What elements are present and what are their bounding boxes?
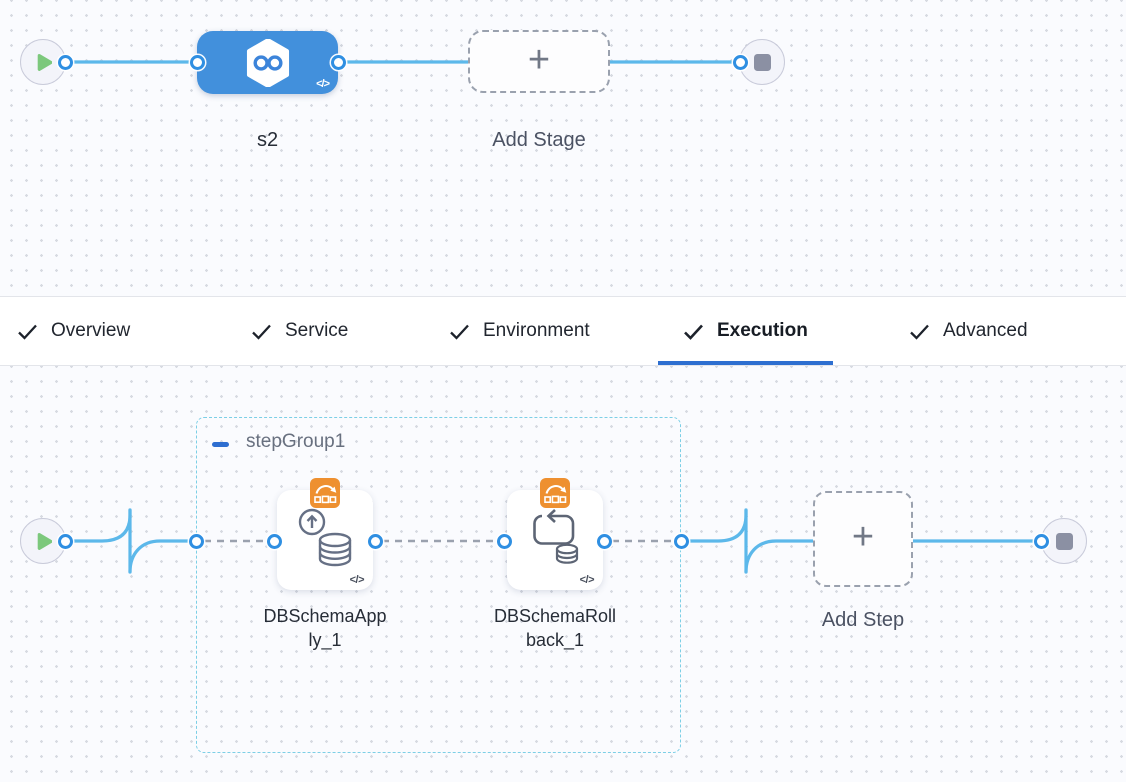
- add-step-label: Add Step: [821, 609, 905, 631]
- infinity-hexagon-icon: [246, 38, 289, 87]
- port-start-out: [57, 533, 73, 549]
- stop-icon: [753, 53, 771, 71]
- check-icon: [252, 324, 271, 340]
- stage-node-s2[interactable]: </>: [197, 31, 338, 94]
- tab-service[interactable]: Service: [226, 297, 373, 365]
- port-group-in: [188, 533, 204, 549]
- port-stage-out: [330, 54, 346, 70]
- yaml-code-icon[interactable]: </>: [349, 574, 365, 586]
- check-icon: [684, 324, 703, 340]
- tab-overview[interactable]: Overview: [0, 297, 155, 365]
- step-label: DBSchemaApply_1: [263, 606, 387, 650]
- tab-label: Environment: [483, 320, 590, 341]
- port-start-out: [57, 54, 73, 70]
- port-step2-out: [596, 533, 612, 549]
- schema-migration-badge-icon: [540, 478, 570, 508]
- port-step1-in: [266, 533, 282, 549]
- tab-label: Advanced: [943, 320, 1028, 341]
- plus-icon: +: [851, 516, 875, 558]
- tab-label: Execution: [717, 320, 808, 341]
- step-group-box[interactable]: [196, 417, 681, 753]
- step-label: DBSchemaRollback_1: [493, 606, 617, 650]
- schema-migration-badge-icon: [310, 478, 340, 508]
- tab-advanced[interactable]: Advanced: [884, 297, 1053, 365]
- stage-config-tab-bar: Overview Service Environment Execution A…: [0, 296, 1126, 366]
- tab-label: Service: [285, 320, 349, 341]
- check-icon: [450, 324, 469, 340]
- port-end-in: [1033, 533, 1049, 549]
- db-schema-apply-icon: [298, 508, 352, 567]
- add-step-button[interactable]: +: [813, 491, 913, 587]
- tab-label: Overview: [51, 320, 131, 341]
- stage-pipeline-canvas: </> s2 + Add Stage: [0, 0, 1126, 296]
- stage-label: s2: [256, 129, 279, 151]
- check-icon: [18, 324, 37, 340]
- execution-steps-canvas: stepGroup1 </> DBSc: [0, 366, 1126, 782]
- port-step1-out: [367, 533, 383, 549]
- add-stage-label: Add Stage: [492, 129, 586, 151]
- tab-environment[interactable]: Environment: [424, 297, 615, 365]
- db-schema-rollback-icon: [533, 509, 579, 564]
- play-icon: [37, 53, 52, 71]
- collapse-minus-button[interactable]: [212, 442, 229, 447]
- port-end-in: [732, 54, 748, 70]
- play-icon: [37, 532, 52, 550]
- port-step2-in: [496, 533, 512, 549]
- yaml-code-icon[interactable]: </>: [579, 574, 595, 586]
- port-stage-in: [189, 54, 205, 70]
- execution-end-node: [1041, 518, 1087, 564]
- check-icon: [910, 324, 929, 340]
- plus-icon: +: [527, 38, 551, 81]
- tab-execution[interactable]: Execution: [658, 297, 833, 365]
- step-group-label: stepGroup1: [246, 431, 346, 452]
- yaml-code-icon[interactable]: </>: [316, 78, 330, 90]
- stop-icon: [1055, 532, 1073, 550]
- add-stage-button[interactable]: +: [468, 30, 610, 93]
- port-group-out: [673, 533, 689, 549]
